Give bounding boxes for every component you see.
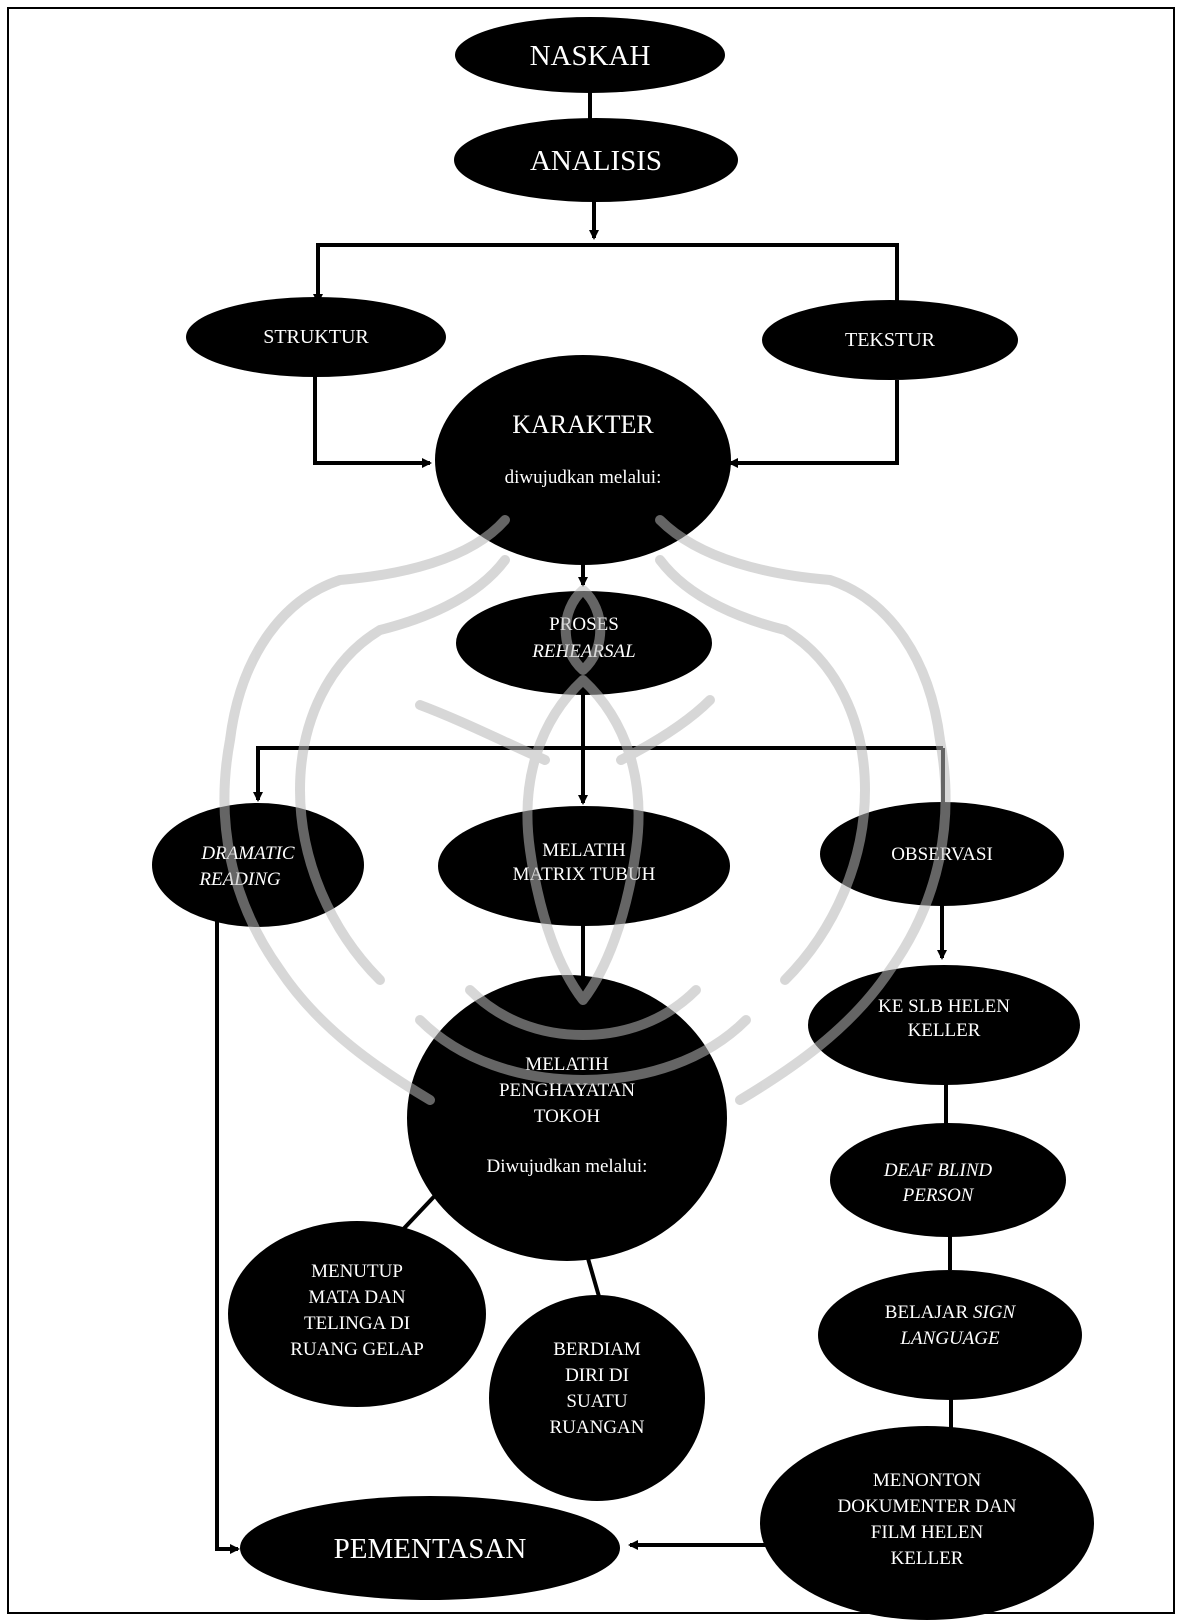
node-menutup-mata: MENUTUP MATA DAN TELINGA DI RUANG GELAP [228, 1221, 486, 1407]
node-sign-line2: LANGUAGE [899, 1328, 1000, 1349]
node-penghayatan-line2: PENGHAYATAN [499, 1080, 635, 1101]
node-penghayatan-sub: Diwujudkan melalui: [487, 1156, 648, 1177]
node-menonton-line2: DOKUMENTER DAN [838, 1496, 1017, 1517]
watermark-emblem [219, 515, 951, 1105]
node-analisis: ANALISIS [454, 118, 738, 202]
node-naskah: NASKAH [455, 17, 725, 93]
edge-struktur-karakter [313, 372, 432, 468]
edge-dramatic-pementasan [215, 920, 240, 1554]
node-matrix-line1: MELATIH [542, 840, 626, 861]
node-menonton-line4: KELLER [891, 1548, 964, 1569]
node-penghayatan-line3: TOKOH [534, 1106, 600, 1127]
node-menutup-line2: MATA DAN [308, 1287, 405, 1308]
node-deaf-blind: DEAF BLIND PERSON [830, 1123, 1066, 1237]
node-menonton-line3: FILM HELEN [871, 1522, 984, 1543]
node-deaf-line1: DEAF BLIND [883, 1160, 992, 1181]
node-berdiam-diri: BERDIAM DIRI DI SUATU RUANGAN [489, 1295, 705, 1501]
node-karakter: KARAKTER diwujudkan melalui: [435, 355, 731, 565]
node-deaf-line2: PERSON [902, 1185, 975, 1206]
node-sign-line1: BELAJAR SIGN [885, 1302, 1017, 1323]
node-menutup-line4: RUANG GELAP [290, 1339, 424, 1360]
node-menonton-line1: MENONTON [873, 1470, 982, 1491]
node-dramatic-line1: DRAMATIC [200, 843, 295, 864]
node-penghayatan-line1: MELATIH [525, 1054, 609, 1075]
page-frame [7, 7, 1175, 1614]
node-berdiam-line1: BERDIAM [553, 1339, 641, 1360]
edge-tekstur-karakter [728, 380, 899, 468]
edge-split-struktur [313, 243, 594, 304]
node-menutup-line1: MENUTUP [311, 1261, 403, 1282]
node-berdiam-line2: DIRI DI [565, 1365, 629, 1386]
node-struktur-label: STRUKTUR [263, 326, 369, 348]
node-analisis-label: ANALISIS [530, 145, 662, 177]
edge-penghayatan-berdiam [585, 1254, 602, 1301]
node-slb-line1: KE SLB HELEN [878, 996, 1010, 1017]
edge-split-tekstur [594, 243, 902, 315]
node-tekstur-label: TEKSTUR [845, 329, 936, 351]
node-pementasan: PEMENTASAN [240, 1496, 620, 1600]
node-menonton: MENONTON DOKUMENTER DAN FILM HELEN KELLE… [760, 1426, 1094, 1620]
node-proses-line1: PROSES [549, 614, 619, 635]
node-menutup-line3: TELINGA DI [304, 1313, 410, 1334]
node-melatih-matrix: MELATIH MATRIX TUBUH [438, 806, 730, 926]
edge-split-dramatic [253, 746, 943, 802]
node-sign-line1-b: SIGN [973, 1302, 1017, 1323]
node-karakter-sub: diwujudkan melalui: [505, 467, 662, 488]
node-penghayatan: MELATIH PENGHAYATAN TOKOH Diwujudkan mel… [407, 975, 727, 1261]
node-slb-line2: KELLER [908, 1020, 981, 1041]
node-proses-line2: REHEARSAL [531, 641, 635, 662]
node-naskah-label: NASKAH [530, 40, 651, 72]
node-matrix-line2: MATRIX TUBUH [513, 864, 656, 885]
node-berdiam-line3: SUATU [566, 1391, 628, 1412]
node-berdiam-line4: RUANGAN [550, 1417, 645, 1438]
node-pementasan-label: PEMENTASAN [334, 1533, 527, 1565]
node-sign-line1-a: BELAJAR [885, 1302, 973, 1323]
node-tekstur: TEKSTUR [762, 300, 1018, 380]
node-belajar-sign: BELAJAR SIGN LANGUAGE [818, 1270, 1082, 1400]
node-karakter-title: KARAKTER [512, 410, 654, 439]
node-struktur: STRUKTUR [186, 297, 446, 377]
